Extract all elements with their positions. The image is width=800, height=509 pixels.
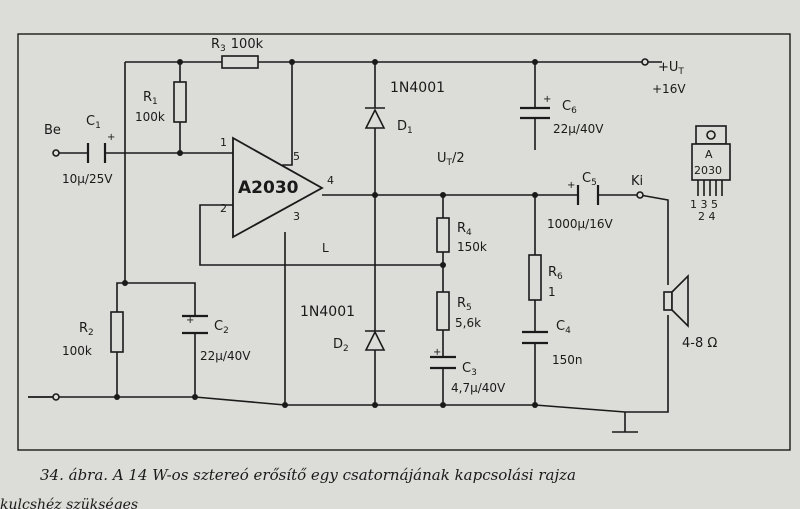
- supply-voltage: +16V: [652, 82, 686, 96]
- r6-label: R6: [548, 265, 563, 282]
- c6-label: C6: [562, 99, 577, 116]
- capacitor-c2: [182, 314, 208, 335]
- package-letter: A: [705, 148, 713, 161]
- input-label: Be: [44, 123, 61, 138]
- cutoff-text: kulcshéz szükséges: [0, 497, 139, 509]
- supply-terminal: [641, 58, 649, 66]
- supply-label: +UT: [658, 60, 684, 77]
- pin-1: 1: [220, 136, 227, 149]
- c2-plus: +: [186, 315, 194, 326]
- c1-label: C1: [86, 114, 101, 131]
- pin-2: 2: [220, 202, 227, 215]
- resistor-r3: [221, 55, 259, 69]
- output-label: Ki: [631, 174, 643, 189]
- c3-plus: +: [433, 347, 441, 358]
- amplifier-triangle: [232, 136, 324, 239]
- resistor-r6: [528, 254, 542, 301]
- pin-5: 5: [293, 150, 300, 163]
- d2-label: D2: [333, 337, 349, 354]
- c3-label: C3: [462, 361, 477, 378]
- speaker-icon: [663, 274, 689, 328]
- c5-value: 1000µ/16V: [547, 217, 613, 231]
- r1-value: 100k: [135, 110, 165, 124]
- r1-label: R1: [143, 90, 158, 107]
- ic-name: A2030: [238, 178, 299, 198]
- resistor-r4: [436, 217, 450, 253]
- ground-terminal: [52, 393, 60, 401]
- midpoint-label: UT/2: [437, 151, 465, 168]
- frame: [17, 33, 791, 451]
- c5-plus: +: [567, 180, 575, 191]
- ic-package: [691, 125, 731, 196]
- diode-d2: [364, 330, 386, 351]
- c2-label: C2: [214, 319, 229, 336]
- resistor-r5: [436, 291, 450, 331]
- speaker-impedance: 4-8 Ω: [682, 336, 717, 351]
- wires: [28, 61, 669, 433]
- c2-value: 22µ/40V: [200, 349, 251, 363]
- r4-label: R4: [457, 221, 472, 238]
- r5-label: R5: [457, 296, 472, 313]
- junctions: [114, 59, 538, 408]
- r4-value: 150k: [457, 240, 487, 254]
- d2-part: 1N4001: [300, 304, 355, 320]
- r6-value: 1: [548, 285, 556, 299]
- c4-label: C4: [556, 319, 571, 336]
- pin-3: 3: [293, 210, 300, 223]
- capacitor-c5: [576, 185, 600, 205]
- r2-label: R2: [79, 321, 94, 338]
- diode-d1: [364, 107, 386, 129]
- capacitor-c3: [430, 355, 456, 370]
- c5-label: C5: [582, 171, 597, 188]
- figure-caption: 34. ábra. A 14 W-os sztereó erősítő egy …: [40, 466, 576, 484]
- r5-value: 5,6k: [455, 316, 481, 330]
- c4-value: 150n: [552, 353, 583, 367]
- r2-value: 100k: [62, 344, 92, 358]
- output-terminal: [636, 191, 644, 199]
- package-pins-top: 1 3 5: [690, 198, 718, 211]
- package-pins-bottom: 2 4: [698, 210, 716, 223]
- pin-4: 4: [327, 174, 334, 187]
- input-terminal: [52, 149, 60, 157]
- c3-value: 4,7µ/40V: [451, 381, 506, 395]
- capacitor-c1: [86, 143, 107, 163]
- c6-plus: +: [543, 94, 551, 105]
- resistor-r2: [110, 311, 124, 353]
- node-label: L: [322, 241, 329, 255]
- resistor-r1: [173, 81, 187, 123]
- d1-part: 1N4001: [390, 80, 445, 96]
- capacitor-c4: [522, 330, 548, 345]
- c6-value: 22µ/40V: [553, 122, 604, 136]
- d1-label: D1: [397, 119, 413, 136]
- c1-value: 10µ/25V: [62, 172, 113, 186]
- c1-plus: +: [107, 132, 115, 143]
- package-code: 2030: [694, 164, 722, 177]
- capacitor-c6: [520, 106, 550, 120]
